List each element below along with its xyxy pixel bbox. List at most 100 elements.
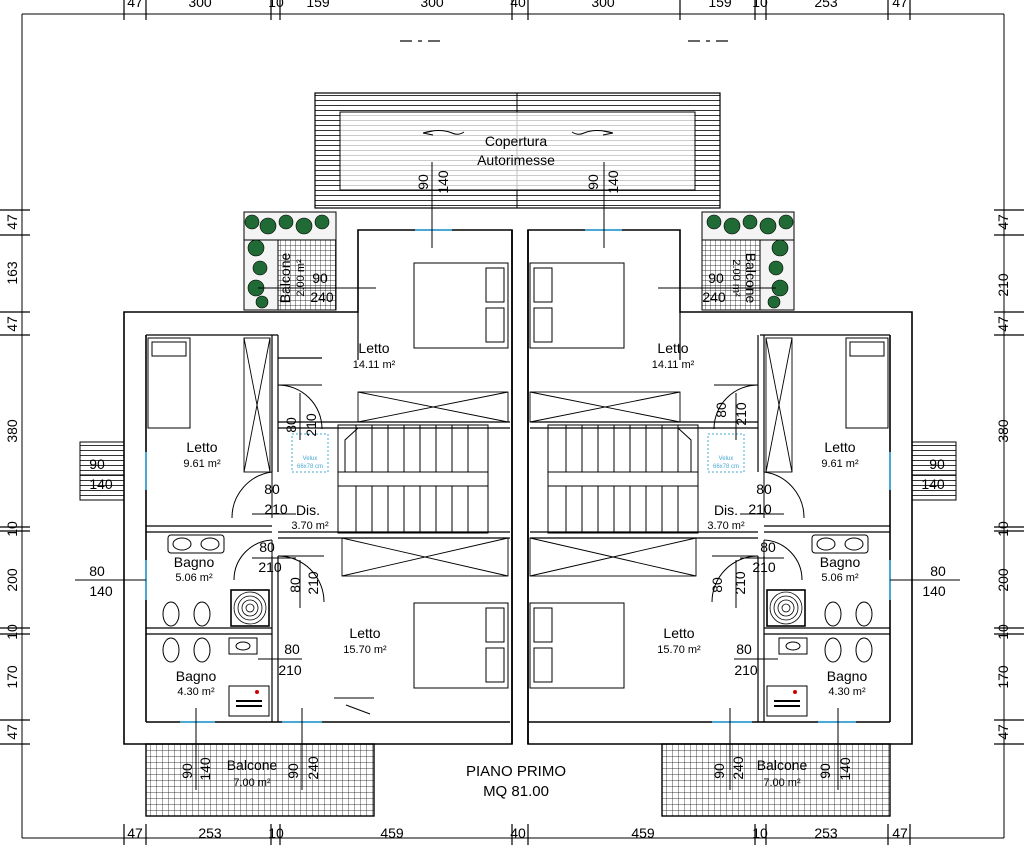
- beds: [147, 262, 889, 689]
- room-dis-right-area: 3.70 m²: [707, 520, 745, 532]
- velux-label-left-line2: 66x78 cm: [297, 464, 323, 470]
- dim-top-9: 10: [752, 0, 768, 10]
- op-h-door-left-4: 210: [305, 571, 321, 595]
- room-balcone-big-right-area: 7.00 m²: [763, 777, 801, 789]
- plants: [244, 214, 794, 309]
- bathroom-fixtures: [162, 534, 873, 717]
- room-dis-left: Dis.: [296, 502, 320, 518]
- dim-bottom-8: 253: [814, 825, 838, 841]
- room-labels: Letto 14.11 m² Letto 14.11 m² Letto 9.61…: [174, 252, 868, 789]
- dim-left-4: 380: [4, 419, 20, 443]
- dim-bottom-3: 10: [268, 825, 284, 841]
- op-h-door-right-5: 210: [734, 662, 758, 678]
- room-letto-upper-right-area: 14.11 m²: [652, 359, 695, 371]
- op-h-balcony-big-left-1: 140: [197, 757, 213, 781]
- dim-bottom-7: 10: [752, 825, 768, 841]
- opening-labels: 90 140 90 140 90 240 90 240 80 210 80 21…: [89, 170, 946, 781]
- room-letto-side-right-area: 9.61 m²: [821, 458, 859, 470]
- dim-top-8: 159: [708, 0, 732, 10]
- dim-top-5: 300: [420, 0, 444, 10]
- op-h-door-left-1: 210: [303, 413, 319, 437]
- dim-right-2: 210: [995, 273, 1011, 297]
- op-w-door-right-2: 80: [756, 481, 772, 497]
- plan-title: PIANO PRIMO MQ 81.00: [466, 763, 566, 800]
- op-w-window-right-1: 90: [929, 456, 945, 472]
- op-h-balcony-left: 240: [310, 289, 334, 305]
- drawing-frame: [21, 13, 1005, 839]
- room-bagno-b-left: Bagno: [176, 668, 217, 684]
- top-dimension-ticks: [123, 0, 911, 20]
- op-h-garage-right: 140: [605, 170, 621, 194]
- op-h-balcony-big-right-2: 140: [837, 757, 853, 781]
- dim-right-6: 200: [995, 568, 1011, 592]
- stairs-right: [547, 424, 699, 534]
- dim-top-2: 300: [188, 0, 212, 10]
- side-ledges: [75, 441, 960, 581]
- top-dimensions: 47 300 10 159 300 40 300 159 10 253 47: [127, 0, 908, 10]
- doors: [231, 384, 805, 603]
- op-w-balcony-big-left-1: 90: [179, 763, 195, 779]
- op-h-garage-left: 140: [435, 170, 451, 194]
- op-w-balcony-right: 90: [708, 270, 724, 286]
- room-bagno-b-right: Bagno: [827, 668, 868, 684]
- op-h-balcony-big-left-2: 240: [305, 756, 321, 780]
- dim-right-3: 47: [995, 316, 1011, 332]
- dim-top-3: 10: [268, 0, 284, 10]
- room-balcone-small-left-area: 2.00 m²: [295, 259, 307, 297]
- dim-left-3: 47: [4, 316, 20, 332]
- dim-right-1: 47: [995, 214, 1011, 230]
- roof-label-line2: Autorimesse: [477, 152, 555, 168]
- right-dimension-ticks: [994, 209, 1024, 745]
- op-w-garage-left: 90: [415, 174, 431, 190]
- op-h-balcony-big-right-1: 240: [730, 756, 746, 780]
- room-bagno-a-right-area: 5.06 m²: [821, 572, 859, 584]
- title-line1: PIANO PRIMO: [466, 763, 566, 780]
- room-letto-upper-left: Letto: [358, 340, 389, 356]
- room-letto-upper-right: Letto: [657, 340, 688, 356]
- velux-windows: [291, 433, 745, 473]
- op-w-balcony-left: 90: [312, 270, 328, 286]
- op-h-balcony-right: 240: [702, 289, 726, 305]
- room-bagno-a-right: Bagno: [820, 554, 861, 570]
- room-letto-lower-left-area: 15.70 m²: [343, 644, 387, 656]
- dim-right-5: 10: [995, 521, 1011, 537]
- dim-left-9: 47: [4, 724, 20, 740]
- room-letto-upper-left-area: 14.11 m²: [353, 359, 396, 371]
- title-line2: MQ 81.00: [483, 783, 549, 800]
- op-w-door-right-1: 80: [713, 402, 729, 418]
- room-letto-side-left-area: 9.61 m²: [183, 458, 221, 470]
- wardrobes: [243, 337, 793, 577]
- velux-label-right-line1: Velux: [719, 456, 734, 462]
- op-h-window-right-2: 140: [922, 583, 946, 599]
- dim-top-11: 47: [892, 0, 908, 10]
- op-h-window-left-2: 140: [89, 583, 113, 599]
- interior-walls: [146, 312, 890, 722]
- dim-right-9: 47: [995, 724, 1011, 740]
- room-balcone-big-left: Balcone: [227, 757, 278, 773]
- op-w-garage-right: 90: [585, 174, 601, 190]
- op-w-window-left-1: 90: [89, 456, 105, 472]
- room-bagno-b-right-area: 4.30 m²: [828, 686, 866, 698]
- dim-right-8: 170: [995, 665, 1011, 689]
- shower-left: [233, 591, 267, 625]
- op-w-door-right-3: 80: [760, 539, 776, 555]
- op-h-door-left-2: 210: [264, 501, 288, 517]
- room-letto-lower-right: Letto: [663, 625, 694, 641]
- right-dimensions: 47 210 47 380 10 200 10 170 47: [995, 214, 1011, 740]
- op-w-balcony-big-left-2: 90: [285, 763, 301, 779]
- dim-top-4: 159: [306, 0, 330, 10]
- velux-label-left-line1: Velux: [303, 456, 318, 462]
- dim-bottom-5: 40: [510, 825, 526, 841]
- dim-left-7: 10: [4, 624, 20, 640]
- room-balcone-small-right-area: 2.00 m²: [730, 259, 742, 297]
- op-w-door-left-3: 80: [259, 539, 275, 555]
- op-w-door-right-5: 80: [736, 641, 752, 657]
- room-balcone-small-left: Balcone: [277, 252, 293, 303]
- garage-roof: Copertura Autorimesse: [314, 92, 721, 209]
- velux-labels: Velux 66x78 cm Velux 66x78 cm: [297, 456, 739, 470]
- op-w-door-left-2: 80: [264, 481, 280, 497]
- room-bagno-a-left: Bagno: [174, 554, 215, 570]
- op-h-door-right-2: 210: [748, 501, 772, 517]
- dim-top-1: 47: [127, 0, 143, 10]
